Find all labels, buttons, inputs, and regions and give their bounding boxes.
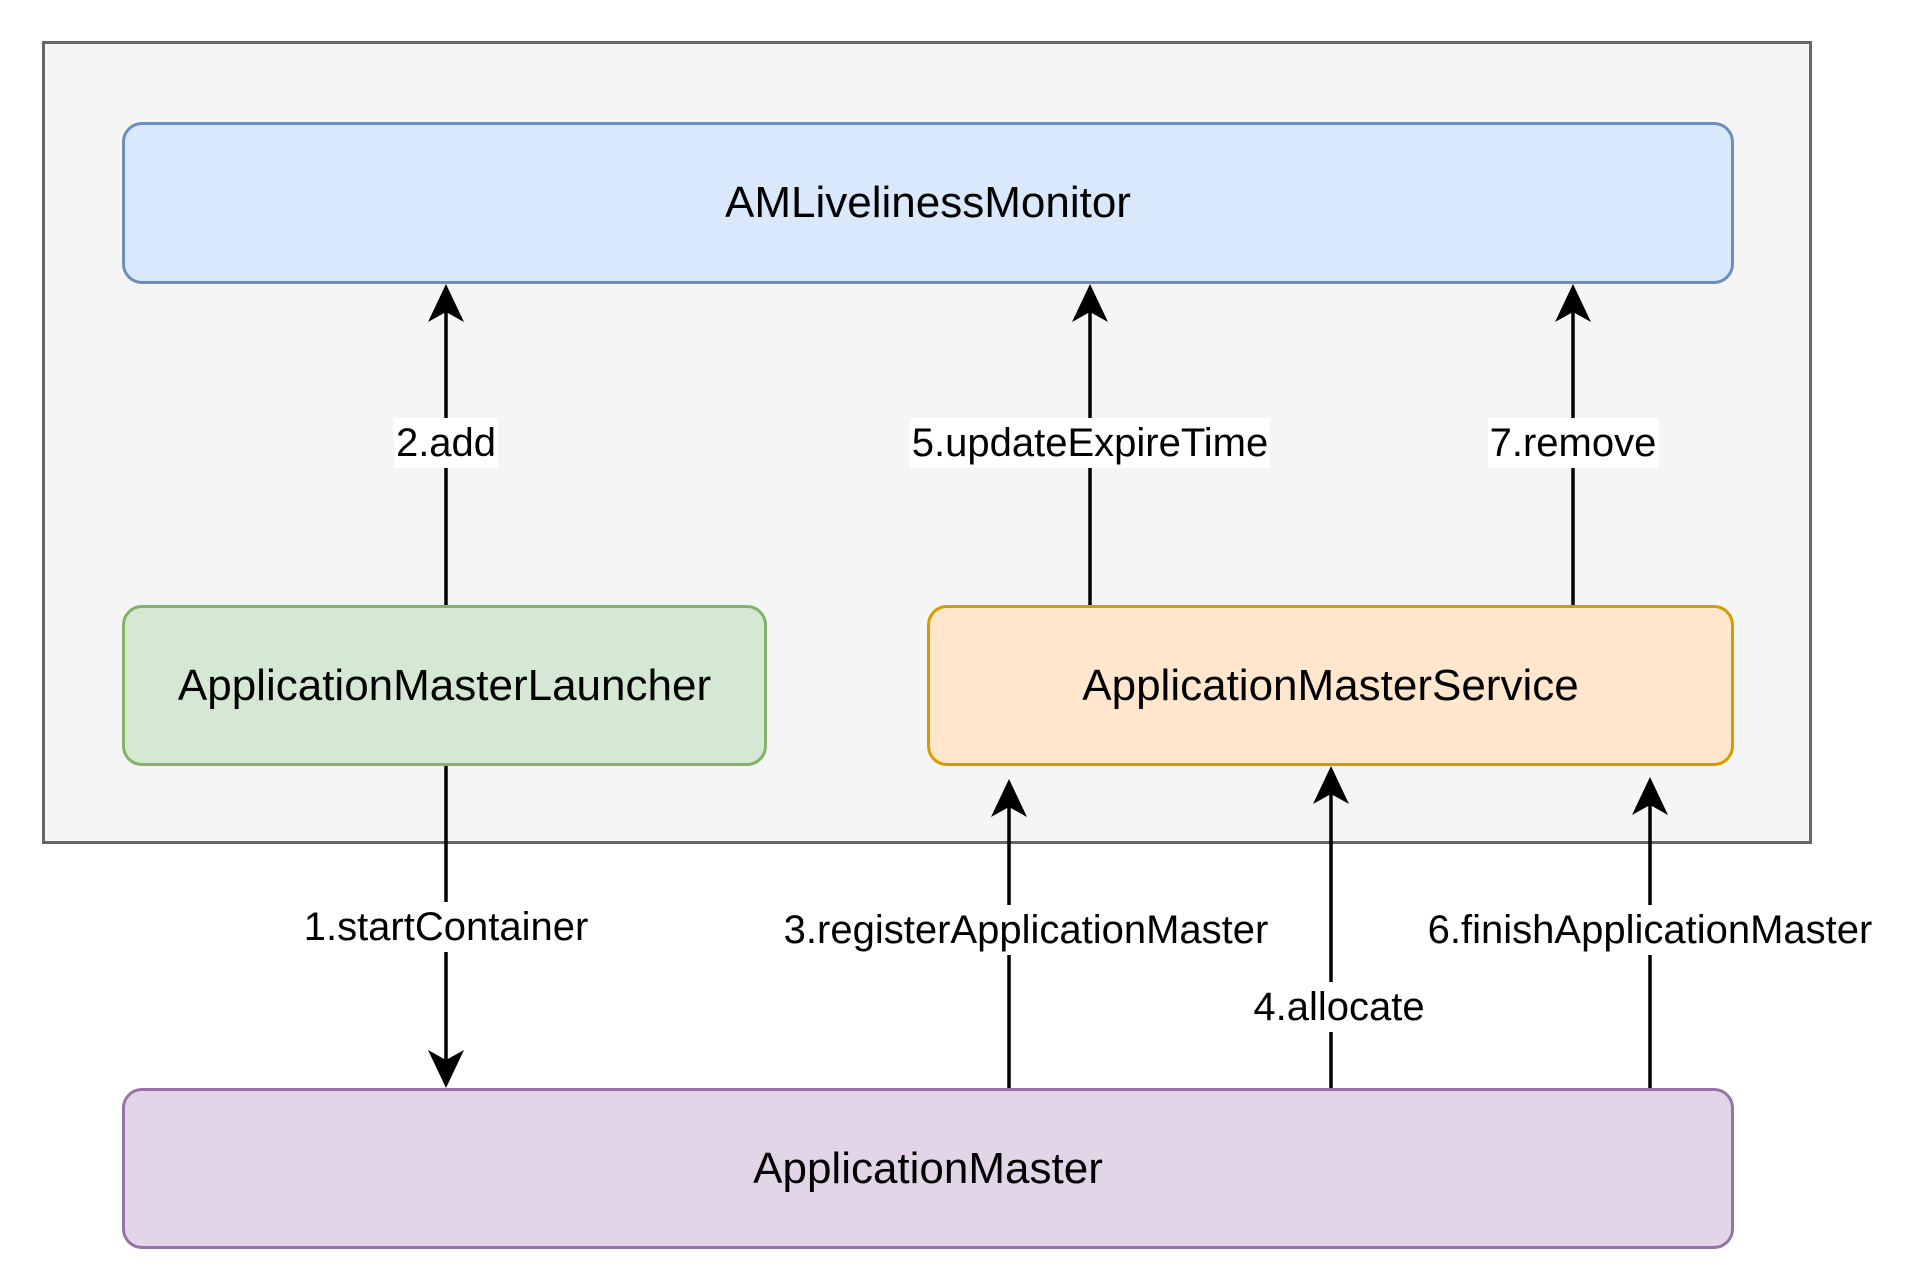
arrowhead-register xyxy=(991,779,1027,817)
arrowhead-add xyxy=(428,284,464,322)
edge-label-register: 3.registerApplicationMaster xyxy=(781,905,1271,955)
am-liveliness-monitor-label: AMLivelinessMonitor xyxy=(725,178,1131,227)
arrowhead-finish xyxy=(1632,777,1668,815)
edge-label-remove: 7.remove xyxy=(1487,418,1659,468)
am-liveliness-monitor-node: AMLivelinessMonitor xyxy=(122,122,1734,284)
arrowhead-start-container xyxy=(428,1050,464,1088)
application-master-label: ApplicationMaster xyxy=(753,1143,1103,1193)
edge-label-update-expire-time: 5.updateExpireTime xyxy=(909,418,1271,468)
application-master-launcher-node: ApplicationMasterLauncher xyxy=(122,605,767,766)
arrowhead-remove xyxy=(1555,284,1591,322)
application-master-service-label: ApplicationMasterService xyxy=(1082,660,1579,710)
application-master-service-node: ApplicationMasterService xyxy=(927,605,1734,766)
edge-label-finish: 6.finishApplicationMaster xyxy=(1425,905,1875,955)
edge-label-add: 2.add xyxy=(393,418,499,468)
arrowhead-update-expire-time xyxy=(1072,284,1108,322)
edge-label-allocate: 4.allocate xyxy=(1251,982,1427,1032)
arrowhead-allocate xyxy=(1313,766,1349,804)
application-master-launcher-label: ApplicationMasterLauncher xyxy=(177,660,712,710)
application-master-node: ApplicationMaster xyxy=(122,1088,1734,1249)
edge-label-start-container: 1.startContainer xyxy=(301,902,591,952)
